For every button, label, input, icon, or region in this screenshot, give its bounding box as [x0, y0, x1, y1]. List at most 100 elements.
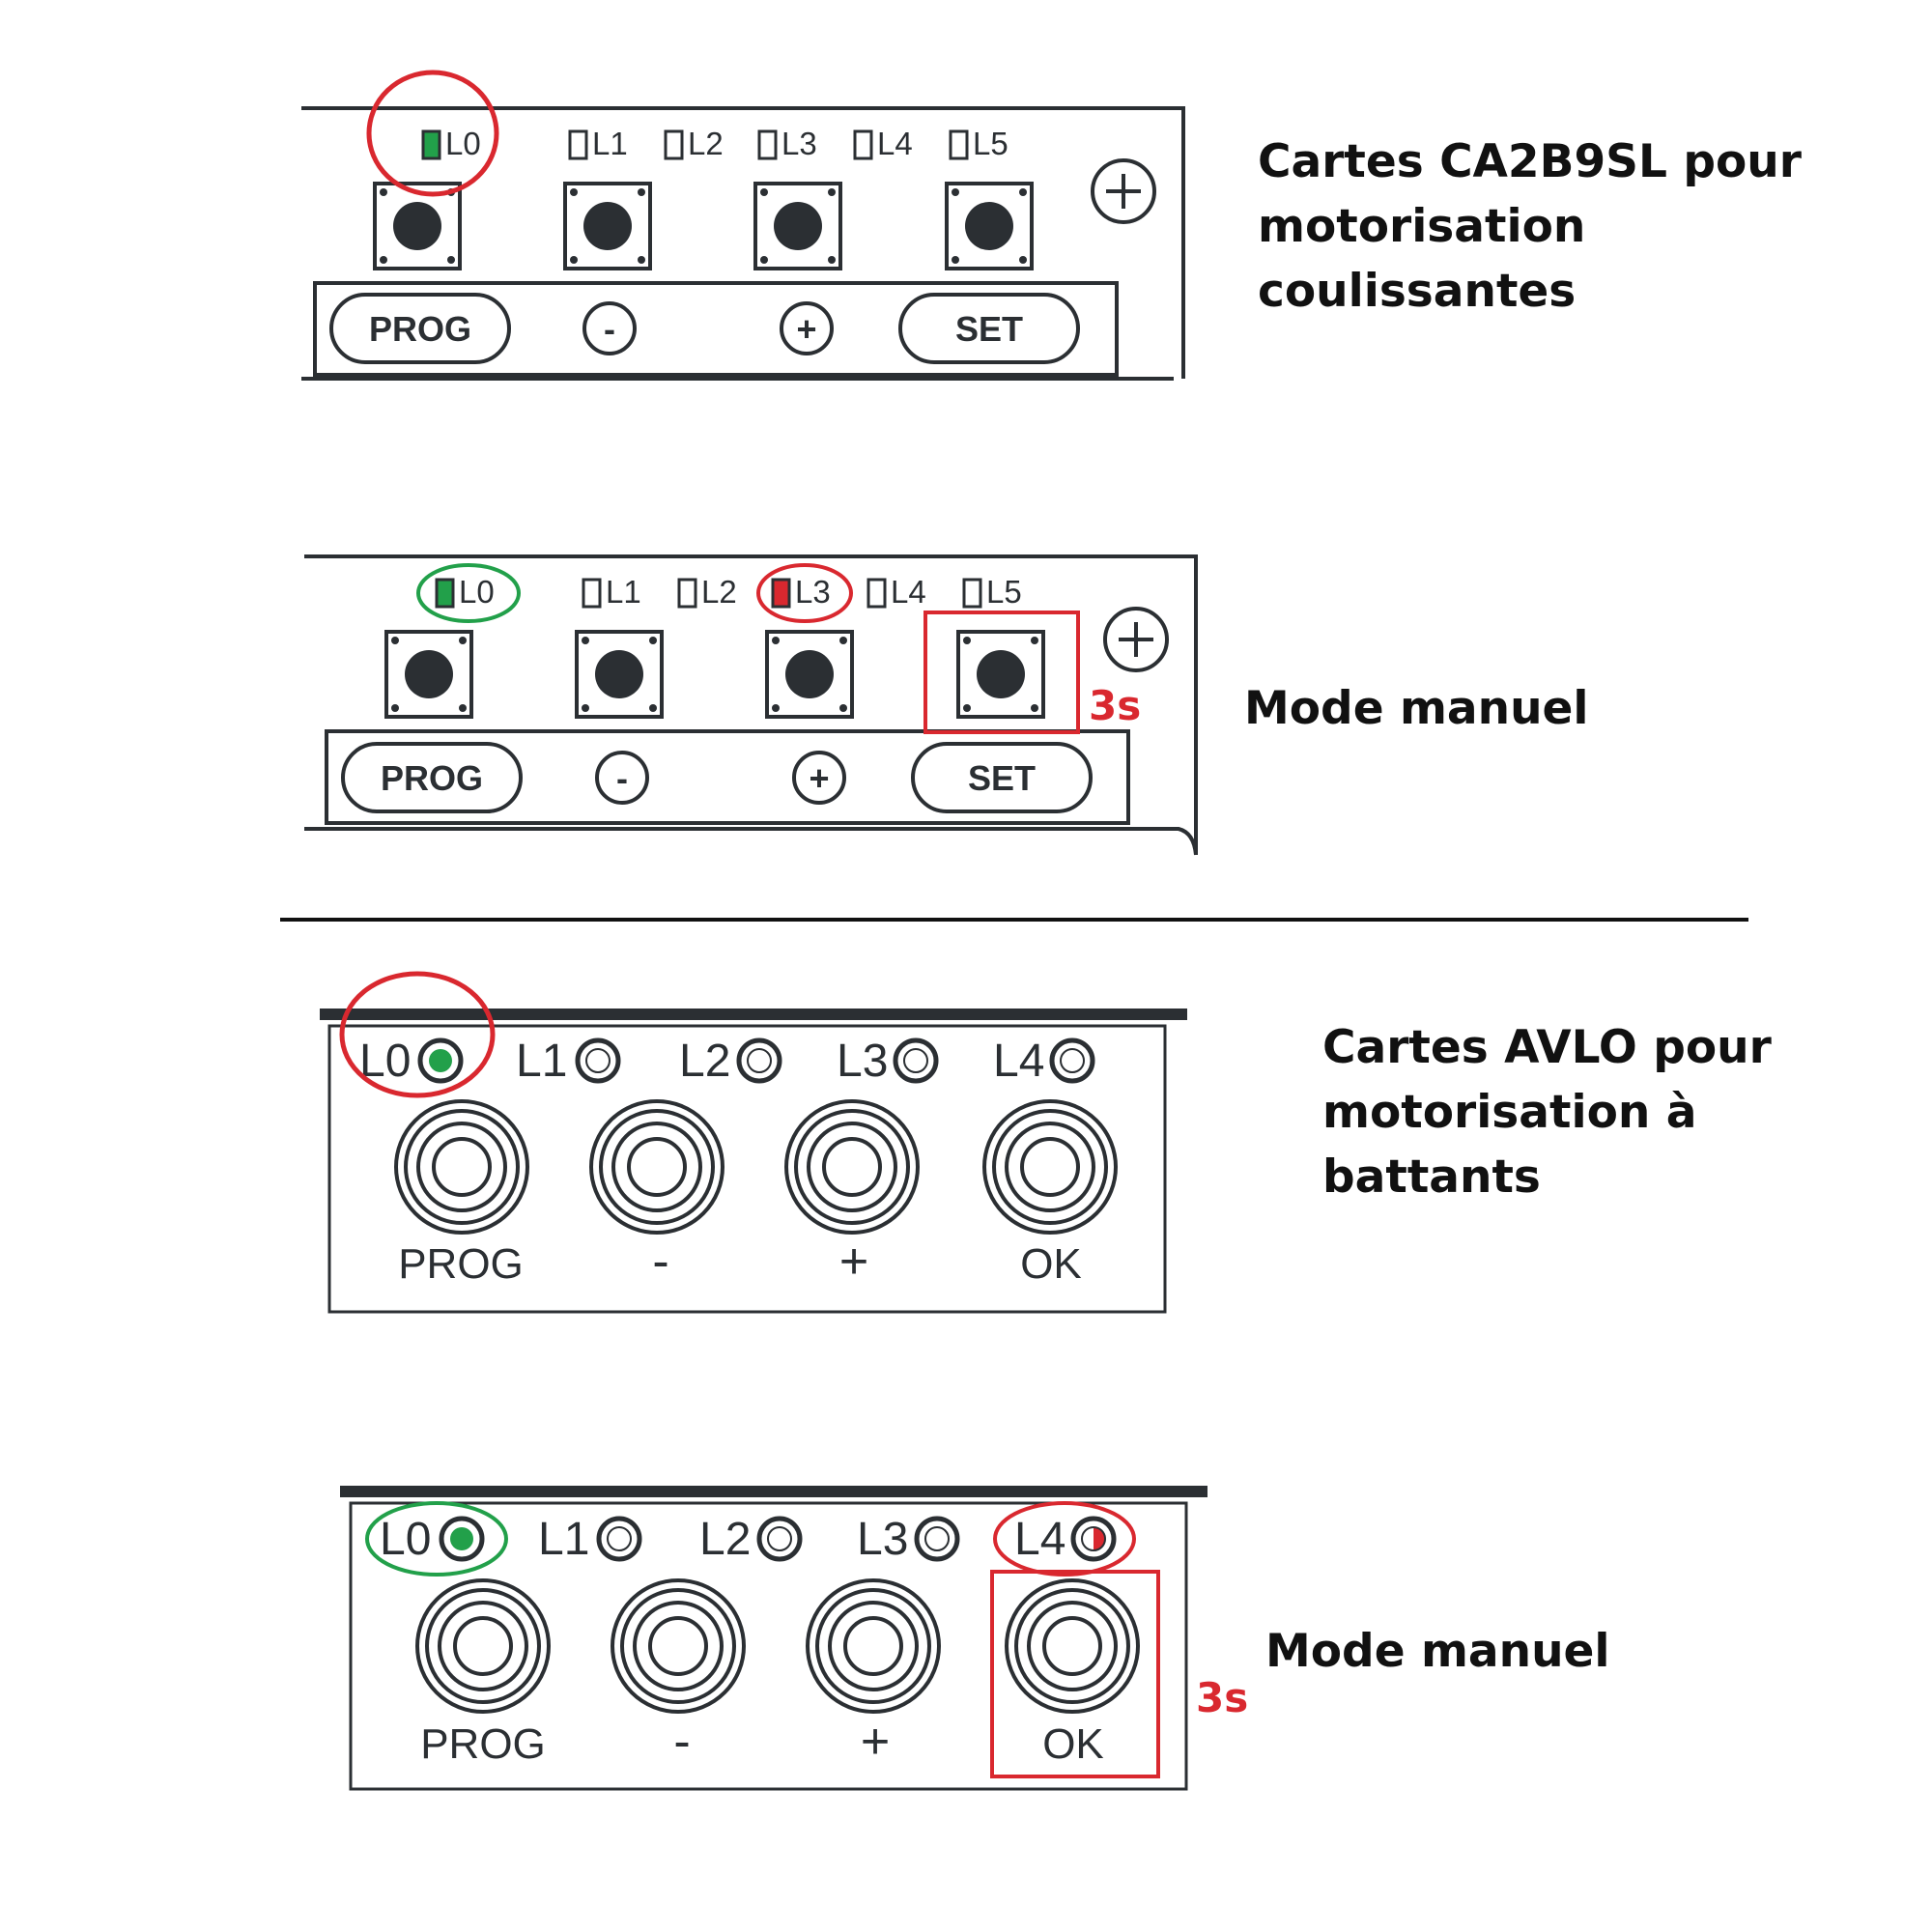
led-l4: L4: [993, 1036, 1095, 1087]
button-label: PROG: [381, 758, 483, 798]
led-l3: L3: [837, 1036, 939, 1087]
push-button-set[interactable]: [956, 630, 1045, 719]
push-button-minus[interactable]: [575, 630, 664, 719]
button-label: SET: [955, 309, 1023, 349]
led-label: L5: [986, 574, 1022, 610]
led-l0: L0: [435, 574, 495, 610]
highlight-circle-l0: [339, 971, 496, 1098]
led-l0: L0: [359, 1036, 464, 1087]
button-label: PROG: [369, 309, 471, 349]
swing-board-panel: L0 L1 L2 L3 L4: [320, 971, 1187, 1314]
highlight-ellipse-l0-green: [365, 1501, 508, 1577]
led-l5: L5: [949, 126, 1009, 161]
highlight-box-ok: [990, 1570, 1160, 1778]
label-prog: PROG: [329, 293, 511, 364]
led-l4: L4: [867, 574, 926, 610]
label-plus: +: [780, 301, 834, 355]
led-label: L1: [538, 1514, 589, 1565]
led-label: L4: [891, 574, 926, 610]
led-l0: L0: [421, 126, 481, 161]
led-label: L0: [459, 574, 495, 610]
push-button-prog[interactable]: [373, 182, 462, 270]
led-label: L3: [781, 126, 817, 161]
led-label: L1: [592, 126, 628, 161]
led-label: L2: [699, 1514, 751, 1565]
screw-icon: [1103, 607, 1169, 672]
button-label-minus: -: [652, 1234, 668, 1290]
highlight-ellipse-l0-green: [416, 563, 521, 623]
button-label-prog: PROG: [398, 1240, 524, 1288]
led-l1: L1: [538, 1514, 642, 1565]
round-button-minus[interactable]: [611, 1578, 746, 1714]
led-l2: L2: [699, 1514, 803, 1565]
round-button-plus[interactable]: [784, 1099, 920, 1235]
push-button-minus[interactable]: [563, 182, 652, 270]
led-label: L3: [857, 1514, 908, 1565]
led-label: L4: [1014, 1514, 1065, 1565]
button-label-minus: -: [673, 1714, 690, 1770]
led-label: L3: [795, 574, 831, 610]
led-l1: L1: [582, 574, 641, 610]
led-l4: L4: [1014, 1514, 1117, 1565]
led-l4: L4: [853, 126, 913, 161]
led-l0: L0: [380, 1514, 485, 1565]
round-button-prog[interactable]: [394, 1099, 529, 1235]
label-minus: -: [582, 301, 637, 355]
led-label: L1: [606, 574, 641, 610]
round-button-ok[interactable]: [982, 1099, 1118, 1235]
led-label: L2: [688, 126, 724, 161]
swing-manual-panel: L0 L1 L2 L3 L4: [340, 1486, 1248, 1791]
button-label-ok: OK: [1042, 1720, 1104, 1768]
push-button-plus[interactable]: [765, 630, 854, 719]
led-l3: L3: [857, 1514, 960, 1565]
push-button-prog[interactable]: [384, 630, 473, 719]
round-button-ok[interactable]: [1005, 1578, 1140, 1714]
sliding-board-panel: L0 L1 L2 L3 L4 L5: [301, 70, 1185, 381]
caption-sliding-manual: Mode manuel: [1244, 682, 1589, 735]
led-l1: L1: [516, 1036, 621, 1087]
hold-time-label: 3s: [1196, 1674, 1248, 1721]
led-label: L2: [679, 1036, 730, 1087]
button-label: +: [809, 758, 829, 798]
highlight-ellipse-l3-red: [756, 563, 853, 623]
led-label: L4: [993, 1036, 1044, 1087]
button-label-prog: PROG: [420, 1720, 546, 1768]
button-label-ok: OK: [1020, 1240, 1082, 1288]
label-set: SET: [911, 742, 1093, 813]
label-minus: -: [595, 751, 649, 805]
caption-swing-manual: Mode manuel: [1265, 1625, 1610, 1678]
label-set: SET: [898, 293, 1080, 364]
led-label: L1: [516, 1036, 567, 1087]
led-l2: L2: [664, 126, 724, 161]
caption-swing-board: Cartes AVLO pour motorisation à battants: [1322, 1021, 1772, 1204]
button-label: -: [616, 758, 628, 798]
led-label: L2: [701, 574, 737, 610]
led-label: L0: [380, 1514, 431, 1565]
led-label: L0: [445, 126, 481, 161]
highlight-circle-l0: [366, 70, 499, 197]
led-l5: L5: [962, 574, 1022, 610]
led-l2: L2: [679, 1036, 782, 1087]
sliding-manual-panel: L0 L1 L2 L3 L4 L5: [304, 554, 1198, 856]
push-button-plus[interactable]: [753, 182, 842, 270]
led-l3: L3: [757, 126, 817, 161]
push-button-set[interactable]: [945, 182, 1034, 270]
label-prog: PROG: [341, 742, 523, 813]
round-button-prog[interactable]: [415, 1578, 551, 1714]
round-button-minus[interactable]: [589, 1099, 724, 1235]
led-label: L5: [973, 126, 1009, 161]
hold-time-label: 3s: [1089, 682, 1141, 729]
led-l2: L2: [677, 574, 737, 610]
button-label-plus: +: [861, 1714, 890, 1770]
led-label: L3: [837, 1036, 888, 1087]
round-button-plus[interactable]: [806, 1578, 941, 1714]
led-l3: L3: [771, 574, 831, 610]
button-label: +: [796, 309, 816, 349]
highlight-ellipse-l4-red: [993, 1501, 1136, 1577]
highlight-box-set: [923, 611, 1080, 734]
label-plus: +: [792, 751, 846, 805]
caption-sliding-board: Cartes CA2B9SL pour motorisation couliss…: [1258, 135, 1802, 318]
screw-icon: [1091, 158, 1156, 224]
led-label: L4: [877, 126, 913, 161]
